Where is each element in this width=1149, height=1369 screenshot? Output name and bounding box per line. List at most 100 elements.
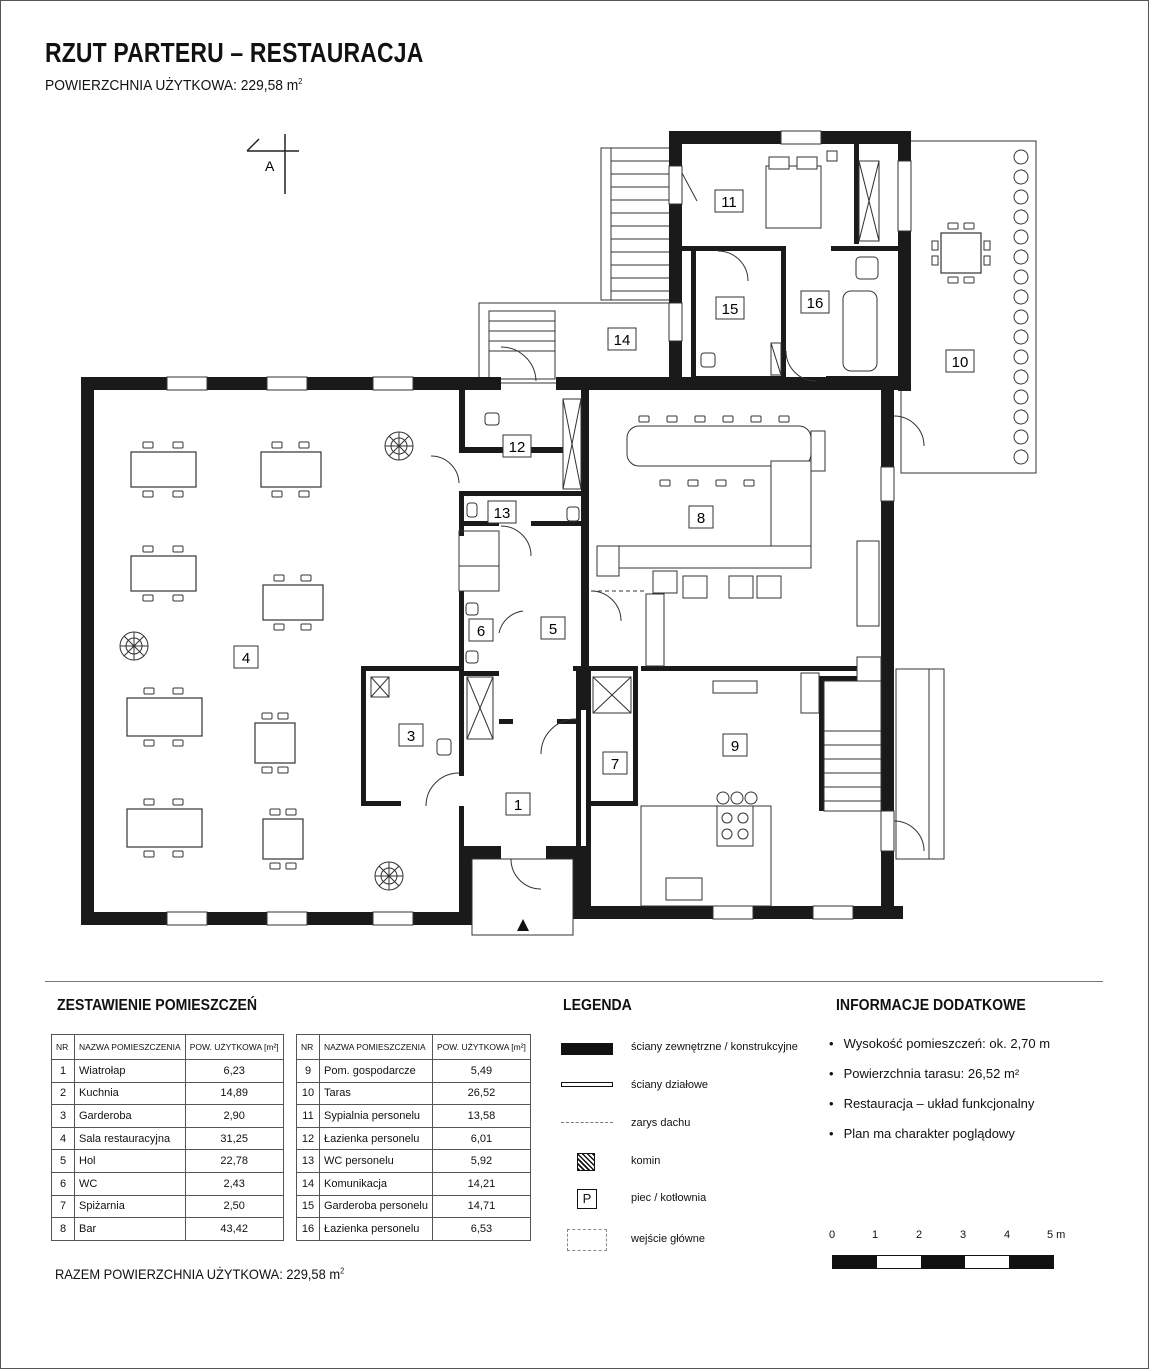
room-label: 11 xyxy=(714,189,744,213)
room-label: 9 xyxy=(722,733,748,757)
scale-bar: 0 1 2 3 4 5 m xyxy=(827,1229,1077,1275)
section-divider xyxy=(45,981,1103,982)
planter-row-icon xyxy=(1013,149,1029,465)
legend-item: komin xyxy=(561,1152,821,1176)
room-label: 12 xyxy=(502,434,532,458)
room-labels: 1 3 4 5 6 7 8 9 10 11 12 13 14 15 16 xyxy=(233,189,975,816)
floor-plan-drawing: A xyxy=(81,130,1037,936)
north-arrow-icon: A xyxy=(246,134,299,194)
svg-text:7: 7 xyxy=(611,756,619,773)
info-item: Restauracja – układ funkcjonalny xyxy=(829,1096,1050,1126)
corridor-14 xyxy=(478,302,680,384)
svg-text:10: 10 xyxy=(952,354,969,371)
svg-text:11: 11 xyxy=(721,194,737,211)
scale-bar-segments xyxy=(832,1255,1054,1269)
entrance-box-icon xyxy=(567,1229,607,1251)
entrance-step xyxy=(471,858,574,936)
room-label: 10 xyxy=(945,349,975,373)
table-4-seat xyxy=(262,808,304,870)
legend-item: P piec / kotłownia xyxy=(561,1189,821,1213)
legend-item: ściany zewnętrzne / konstrukcyjne xyxy=(561,1038,821,1062)
svg-text:6: 6 xyxy=(477,623,485,640)
thin-wall-icon xyxy=(561,1082,613,1087)
kitchen-island xyxy=(640,680,772,907)
svg-text:14: 14 xyxy=(614,332,631,349)
col-name: NAZWA POMIESZCZENIA xyxy=(74,1034,186,1060)
svg-text:13: 13 xyxy=(494,505,511,522)
stairs-north xyxy=(600,147,672,301)
room-label: 4 xyxy=(233,645,259,669)
bar-counter xyxy=(596,415,882,714)
table-6-seat xyxy=(260,441,322,498)
terrace-table-icon xyxy=(931,222,991,284)
room-label: 14 xyxy=(607,327,637,351)
svg-text:12: 12 xyxy=(509,439,526,456)
total-area: RAZEM POWIERZCHNIA UŻYTKOWA: 229,58 m2 xyxy=(55,1266,345,1282)
col-area: POW. UŻYTKOWA [m²] xyxy=(184,1034,284,1060)
table-4-seat xyxy=(254,712,296,774)
info-item: Wysokość pomieszczeń: ok. 2,70 m xyxy=(829,1036,1051,1066)
entrance-arrow-icon xyxy=(517,919,529,931)
svg-text:5: 5 xyxy=(549,621,557,638)
room-label: 6 xyxy=(468,618,494,642)
page-title: RZUT PARTERU – RESTAURACJA xyxy=(45,37,424,68)
plant-icon xyxy=(374,861,404,891)
rooms-section-title: ZESTAWIENIE POMIESZCZEŃ xyxy=(57,997,258,1014)
col-area: POW. UŻYTKOWA [m²] xyxy=(431,1034,531,1060)
stove-icon: P xyxy=(577,1189,597,1209)
rooms-table-left: NR NAZWA POMIESZCZENIA POW. UŻYTKOWA [m²… xyxy=(51,1034,284,1241)
info-item: Powierzchnia tarasu: 26,52 m² xyxy=(829,1066,1050,1096)
room-label: 7 xyxy=(602,751,628,775)
svg-text:9: 9 xyxy=(731,738,739,755)
legend-item: wejście główne xyxy=(561,1229,821,1254)
info-list: Wysokość pomieszczeń: ok. 2,70 m Powierz… xyxy=(829,1036,1051,1156)
table-6-seat xyxy=(126,798,203,858)
room-label: 5 xyxy=(540,616,566,640)
page-subtitle: POWIERZCHNIA UŻYTKOWA: 229,58 m2 xyxy=(45,77,303,94)
room-label: 16 xyxy=(800,290,830,314)
rooms-table-right: NR NAZWA POMIESZCZENIA POW. UŻYTKOWA [m²… xyxy=(296,1034,531,1241)
legend-title: LEGENDA xyxy=(563,997,632,1014)
terrace xyxy=(900,140,1037,474)
room-label: 15 xyxy=(715,296,745,320)
legend-item: zarys dachu xyxy=(561,1114,821,1138)
table-6-seat xyxy=(262,574,324,631)
chimney-icon xyxy=(577,1153,595,1171)
stairs-hall xyxy=(458,530,665,667)
svg-text:15: 15 xyxy=(722,301,739,318)
table-6-seat xyxy=(130,545,197,602)
room-label: 3 xyxy=(398,723,424,747)
svg-text:1: 1 xyxy=(514,797,522,814)
plant-icon xyxy=(384,431,414,461)
plant-icon xyxy=(119,631,149,661)
fixtures xyxy=(370,150,880,756)
col-nr: NR xyxy=(296,1034,320,1060)
table-6-seat xyxy=(126,687,203,747)
table-6-seat xyxy=(130,441,197,498)
info-item: Plan ma charakter poglądowy xyxy=(829,1126,1050,1156)
north-label: A xyxy=(265,158,275,174)
room-label: 8 xyxy=(688,505,714,529)
room-label: 1 xyxy=(505,792,531,816)
dashed-line-icon xyxy=(561,1122,613,1123)
thick-wall-icon xyxy=(561,1043,613,1055)
room-label: 13 xyxy=(487,500,517,524)
svg-text:3: 3 xyxy=(407,728,415,745)
svg-text:8: 8 xyxy=(697,510,705,527)
windows xyxy=(166,130,912,926)
